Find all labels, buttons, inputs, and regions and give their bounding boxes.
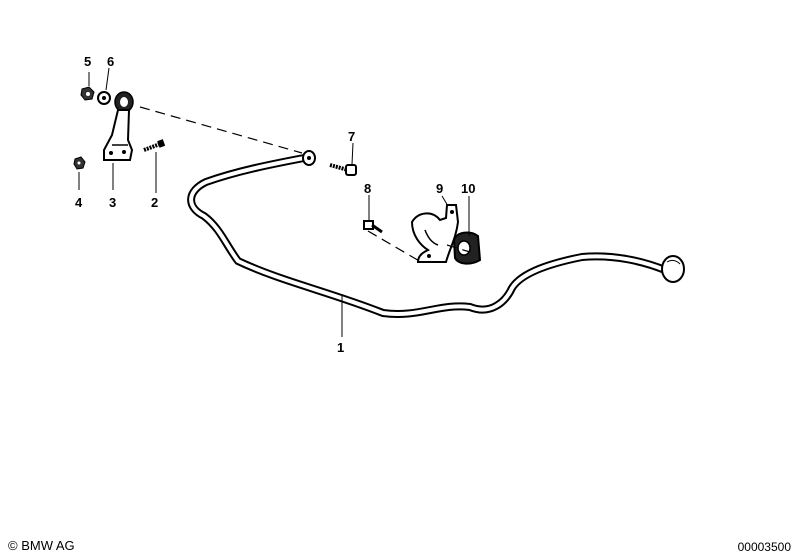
- rubber-bushing[interactable]: [452, 231, 482, 265]
- callout-7: 7: [348, 129, 355, 144]
- stabilizer-bar[interactable]: [187, 150, 685, 318]
- callout-3: 3: [109, 195, 116, 210]
- callout-6: 6: [107, 54, 114, 69]
- callout-5: 5: [84, 54, 91, 69]
- link-bracket[interactable]: [103, 91, 134, 161]
- callout-4: 4: [75, 195, 83, 210]
- callout-2: 2: [151, 195, 158, 210]
- diagram-number: 00003500: [737, 540, 791, 554]
- callout-9: 9: [436, 181, 443, 196]
- callout-8: 8: [364, 181, 371, 196]
- washer[interactable]: [97, 91, 111, 105]
- clamp-bracket[interactable]: [410, 204, 460, 263]
- screw[interactable]: [363, 220, 383, 234]
- assembly-lines: [139, 106, 471, 263]
- callout-10: 10: [461, 181, 475, 196]
- callout-1: 1: [337, 340, 344, 355]
- copyright-label: © BMW AG: [8, 538, 75, 553]
- nut-top[interactable]: [80, 86, 95, 101]
- leader-lines: [78, 67, 470, 337]
- nut-small[interactable]: [73, 156, 86, 170]
- bolt-mounting[interactable]: [329, 163, 357, 176]
- bolt-long[interactable]: [143, 139, 166, 152]
